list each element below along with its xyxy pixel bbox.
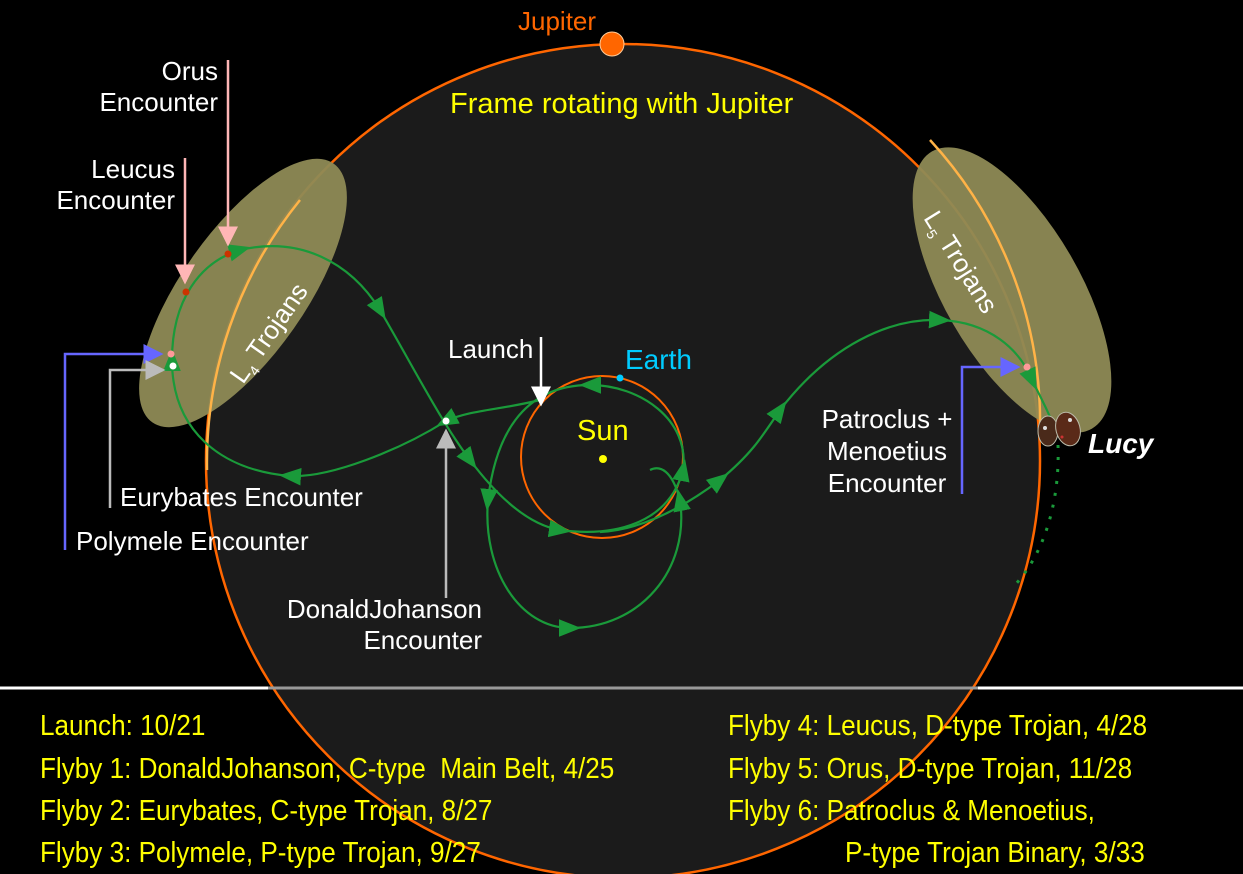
timeline-item: Flyby 5: Orus, D-type Trojan, 11/28 [728,752,1132,785]
lucy-label: Lucy [1088,428,1155,459]
timeline-item: P-type Trojan Binary, 3/33 [845,836,1145,869]
launch-label: Launch [448,334,533,364]
timeline-item: Flyby 2: Eurybates, C-type Trojan, 8/27 [40,794,492,827]
orus-encounter-dot [224,250,232,258]
eurybates-label: Eurybates Encounter [120,482,363,512]
timeline-item: Flyby 1: DonaldJohanson, C-type Main Bel… [40,752,614,785]
polymele-label: Polymele Encounter [76,526,309,556]
frame-title: Frame rotating with Jupiter [450,88,794,120]
timeline-item: Launch: 10/21 [40,709,205,742]
timeline-item: Flyby 4: Leucus, D-type Trojan, 4/28 [728,709,1147,742]
earth-label: Earth [625,344,692,375]
eurybates-pointer [108,360,166,508]
jupiter-orbit-l5-segment [929,139,1042,431]
sun-label: Sun [577,415,629,447]
eurybates-encounter-dot [169,362,177,370]
donaldjohanson-encounter-dot [442,417,450,425]
leucus-encounter-dot [182,288,190,296]
sun-icon [599,455,607,463]
timeline-item: Flyby 3: Polymele, P-type Trojan, 9/27 [40,836,481,869]
timeline-right: Flyby 4: Leucus, D-type Trojan, 4/28 Fly… [728,709,1147,869]
lucy-spacecraft-icon [1037,411,1081,447]
timeline-item: Flyby 6: Patroclus & Menoetius, [728,794,1095,827]
polymele-pointer [63,344,164,550]
jupiter-label: Jupiter [518,6,596,36]
patroclus-encounter-dot [1023,363,1031,371]
earth-icon [616,374,624,382]
l5-trojans-cloud [912,147,1112,433]
patroclus-pointer [960,357,1021,494]
trajectory-outbound [599,310,1057,534]
polymele-encounter-dot [167,350,175,358]
trajectory-inner [163,244,691,637]
jupiter-icon [599,31,625,57]
timeline-left: Launch: 10/21 Flyby 1: DonaldJohanson, C… [40,709,614,869]
